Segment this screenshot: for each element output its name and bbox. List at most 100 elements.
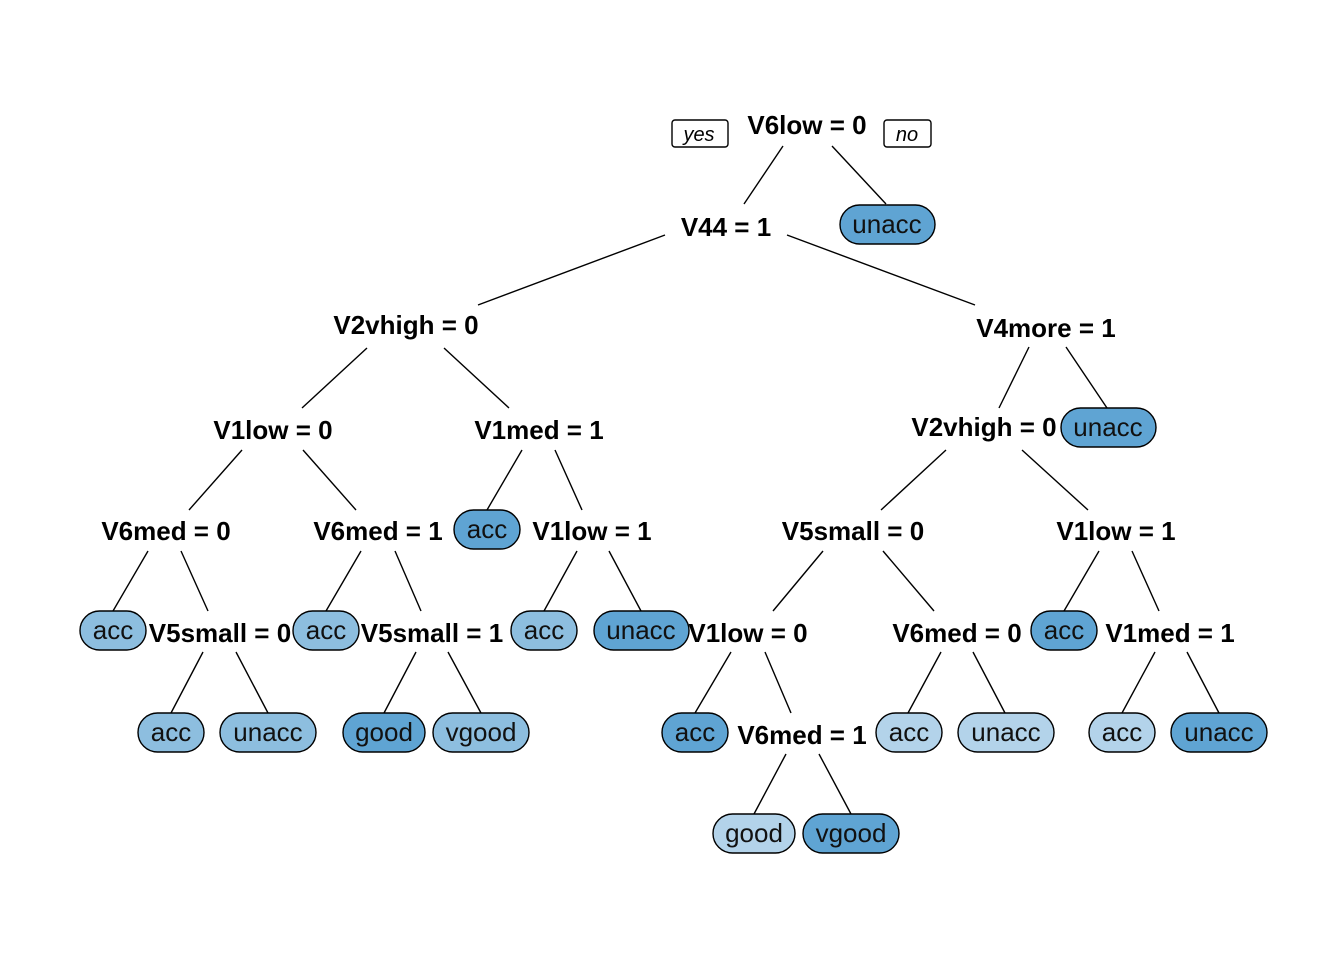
leaf-nodes: unacc unacc acc acc acc acc unacc acc bbox=[79, 204, 1268, 854]
leaf-label: unacc bbox=[1073, 412, 1142, 442]
edge bbox=[383, 651, 417, 714]
edge bbox=[1065, 346, 1108, 409]
tree-edges bbox=[112, 145, 1220, 815]
leaf-label: acc bbox=[93, 615, 133, 645]
edge bbox=[764, 651, 792, 714]
split-node: V5small = 0 bbox=[782, 516, 924, 546]
leaf-label: unacc bbox=[1184, 717, 1253, 747]
leaf-label: vgood bbox=[816, 818, 887, 848]
edge bbox=[753, 753, 787, 815]
leaf-label: good bbox=[355, 717, 413, 747]
edge bbox=[831, 145, 887, 205]
edge bbox=[880, 449, 947, 511]
split-node: V4more = 1 bbox=[976, 313, 1115, 343]
split-node: V6med = 1 bbox=[737, 720, 866, 750]
edge bbox=[694, 651, 732, 714]
yes-label: yes bbox=[681, 124, 714, 146]
split-node-root: V6low = 0 bbox=[747, 110, 866, 140]
leaf-node: acc bbox=[137, 712, 205, 753]
edge bbox=[302, 449, 357, 511]
leaf-node: good bbox=[712, 813, 796, 854]
no-label: no bbox=[896, 124, 918, 146]
leaf-label: acc bbox=[306, 615, 346, 645]
edge bbox=[443, 347, 510, 409]
edge bbox=[1121, 651, 1156, 714]
split-node: V1low = 0 bbox=[213, 415, 332, 445]
leaf-label: acc bbox=[467, 514, 507, 544]
edge bbox=[818, 753, 852, 815]
yes-label-box: yes bbox=[671, 119, 729, 148]
leaf-label: acc bbox=[1102, 717, 1142, 747]
edge bbox=[1063, 550, 1100, 612]
edge bbox=[477, 234, 666, 306]
split-node: V1low = 1 bbox=[532, 516, 651, 546]
split-node: V2vhigh = 0 bbox=[911, 412, 1056, 442]
leaf-node: acc bbox=[510, 610, 578, 651]
edge bbox=[180, 550, 209, 612]
leaf-node: acc bbox=[1030, 610, 1098, 651]
leaf-node: acc bbox=[453, 509, 521, 550]
split-node: V1low = 1 bbox=[1056, 516, 1175, 546]
split-node: V5small = 0 bbox=[149, 618, 291, 648]
leaf-node: unacc bbox=[1060, 407, 1157, 448]
leaf-label: acc bbox=[889, 717, 929, 747]
edge bbox=[325, 550, 362, 612]
leaf-node: acc bbox=[79, 610, 147, 651]
split-node: V6med = 0 bbox=[892, 618, 1021, 648]
leaf-label: unacc bbox=[971, 717, 1040, 747]
split-node: V1low = 0 bbox=[688, 618, 807, 648]
split-node: V2vhigh = 0 bbox=[333, 310, 478, 340]
leaf-label: acc bbox=[524, 615, 564, 645]
edge bbox=[998, 346, 1030, 409]
edge bbox=[447, 651, 482, 714]
leaf-label: unacc bbox=[852, 209, 921, 239]
leaf-label: acc bbox=[151, 717, 191, 747]
edge bbox=[907, 651, 942, 714]
edge bbox=[1131, 550, 1160, 612]
leaf-node: vgood bbox=[802, 813, 900, 854]
edge bbox=[235, 651, 269, 714]
edge bbox=[112, 550, 149, 612]
edge bbox=[188, 449, 243, 511]
leaf-node: acc bbox=[1088, 712, 1156, 753]
leaf-label: unacc bbox=[606, 615, 675, 645]
split-node: V44 = 1 bbox=[681, 212, 771, 242]
leaf-node: good bbox=[342, 712, 426, 753]
split-node: V1med = 1 bbox=[474, 415, 603, 445]
edge bbox=[743, 145, 784, 205]
edge bbox=[170, 651, 204, 714]
split-node: V6med = 1 bbox=[313, 516, 442, 546]
split-node: V1med = 1 bbox=[1105, 618, 1234, 648]
leaf-node: unacc bbox=[839, 204, 936, 245]
leaf-node: unacc bbox=[593, 610, 690, 651]
no-label-box: no bbox=[883, 119, 932, 148]
edge bbox=[1186, 651, 1220, 714]
leaf-node: acc bbox=[875, 712, 943, 753]
edge bbox=[1021, 449, 1089, 511]
edge bbox=[972, 651, 1006, 714]
leaf-label: unacc bbox=[233, 717, 302, 747]
leaf-label: vgood bbox=[446, 717, 517, 747]
leaf-node: unacc bbox=[957, 712, 1055, 753]
leaf-label: acc bbox=[675, 717, 715, 747]
edge bbox=[301, 347, 368, 409]
edge bbox=[786, 234, 976, 306]
edge bbox=[554, 449, 583, 511]
leaf-node: unacc bbox=[219, 712, 317, 753]
split-node: V5small = 1 bbox=[361, 618, 503, 648]
edge bbox=[608, 550, 642, 612]
edge bbox=[882, 550, 935, 612]
leaf-node: vgood bbox=[432, 712, 530, 753]
leaf-node: acc bbox=[661, 712, 729, 753]
edge bbox=[394, 550, 422, 612]
leaf-label: good bbox=[725, 818, 783, 848]
leaf-node: unacc bbox=[1170, 712, 1268, 753]
split-node: V6med = 0 bbox=[101, 516, 230, 546]
leaf-node: acc bbox=[292, 610, 360, 651]
edge bbox=[772, 550, 824, 612]
edge bbox=[486, 449, 523, 511]
split-nodes: V6low = 0 V44 = 1 V2vhigh = 0 V4more = 1… bbox=[101, 110, 1234, 750]
edge bbox=[543, 550, 578, 612]
leaf-label: acc bbox=[1044, 615, 1084, 645]
